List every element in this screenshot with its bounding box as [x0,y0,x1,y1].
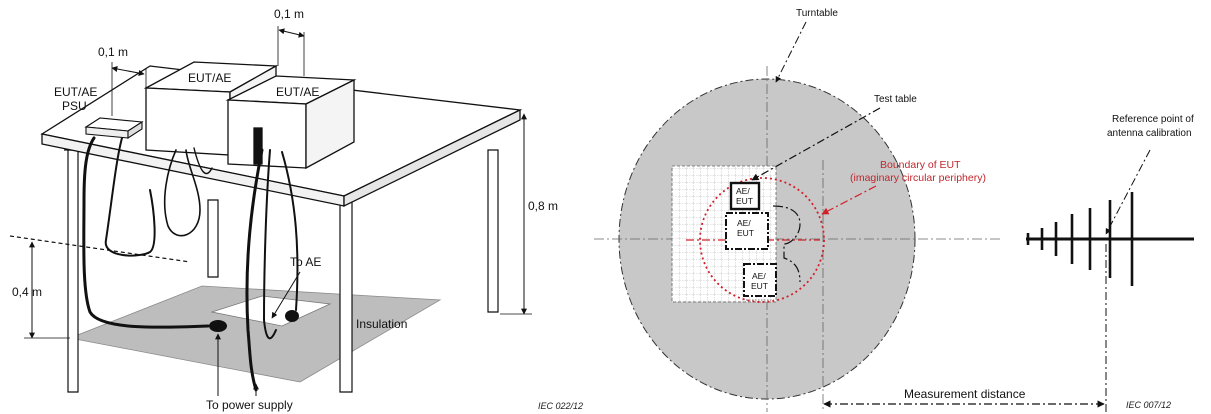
eut-box-1-label: EUT/AE [188,71,231,85]
ae-eut-box-c [743,263,777,297]
dim-left-label: 0,1 m [98,45,128,59]
boundary-label-line1: Boundary of EUT [880,159,961,171]
reference-point-pointer [1105,149,1151,235]
plug-ae [285,310,299,322]
turntable-label: Turntable [796,8,838,19]
box-b-line2: EUT [737,228,754,238]
eut-box-2-label: EUT/AE [276,85,319,99]
boundary-pointer [821,185,877,215]
box-a-line1: AE/ [736,186,750,196]
eut-boundary-circle [699,177,825,303]
reference-label-line2: antenna calibration [1107,128,1192,139]
to-ae-label: To AE [290,255,321,269]
dim-top-label: 0,1 m [274,7,304,21]
eut-box-2 [225,75,357,170]
psu-label-line2: PSU [62,99,87,113]
measurement-distance-label: Measurement distance [904,387,1026,401]
dim-left-arrow [111,66,145,76]
figure-code-right: IEC 007/12 [1126,400,1171,410]
psu-box [84,117,144,140]
cable-height-label: 0,4 m [12,285,42,299]
ae-eut-box-b [725,212,769,250]
plug-power [209,320,227,332]
table-height-label: 0,8 m [528,199,558,213]
left-diagram: 0,4 m 0,8 m 0,1 m 0,1 m EUT/AE PSU EUT/A… [9,7,583,412]
box-a-line2: EUT [736,196,753,206]
box-c-line2: EUT [751,281,768,291]
box-c-line1: AE/ [752,271,766,281]
power-supply-label: To power supply [206,398,293,412]
dim-top-arrow [278,28,305,38]
reference-label-line1: Reference point of [1112,114,1194,125]
insulation-hole [210,295,332,327]
box-b-line1: AE/ [737,218,751,228]
to-ae-pointer [271,271,301,319]
antenna-icon [1026,192,1194,286]
test-table-label: Test table [874,94,917,105]
boundary-label-line2: (imaginary circular periphery) [850,172,986,184]
cables [82,136,299,392]
insulation-label: Insulation [356,317,407,331]
ae-eut-box-a [729,181,761,211]
turntable-pointer [775,21,807,83]
right-diagram: AE/ EUT AE/ EUT AE/ EUT Measurement dist… [594,8,1194,412]
height-reference-line [9,235,191,263]
eut-group-outline [772,205,801,283]
figure-code-left: IEC 022/12 [538,401,583,411]
psu-label-line1: EUT/AE [54,85,97,99]
